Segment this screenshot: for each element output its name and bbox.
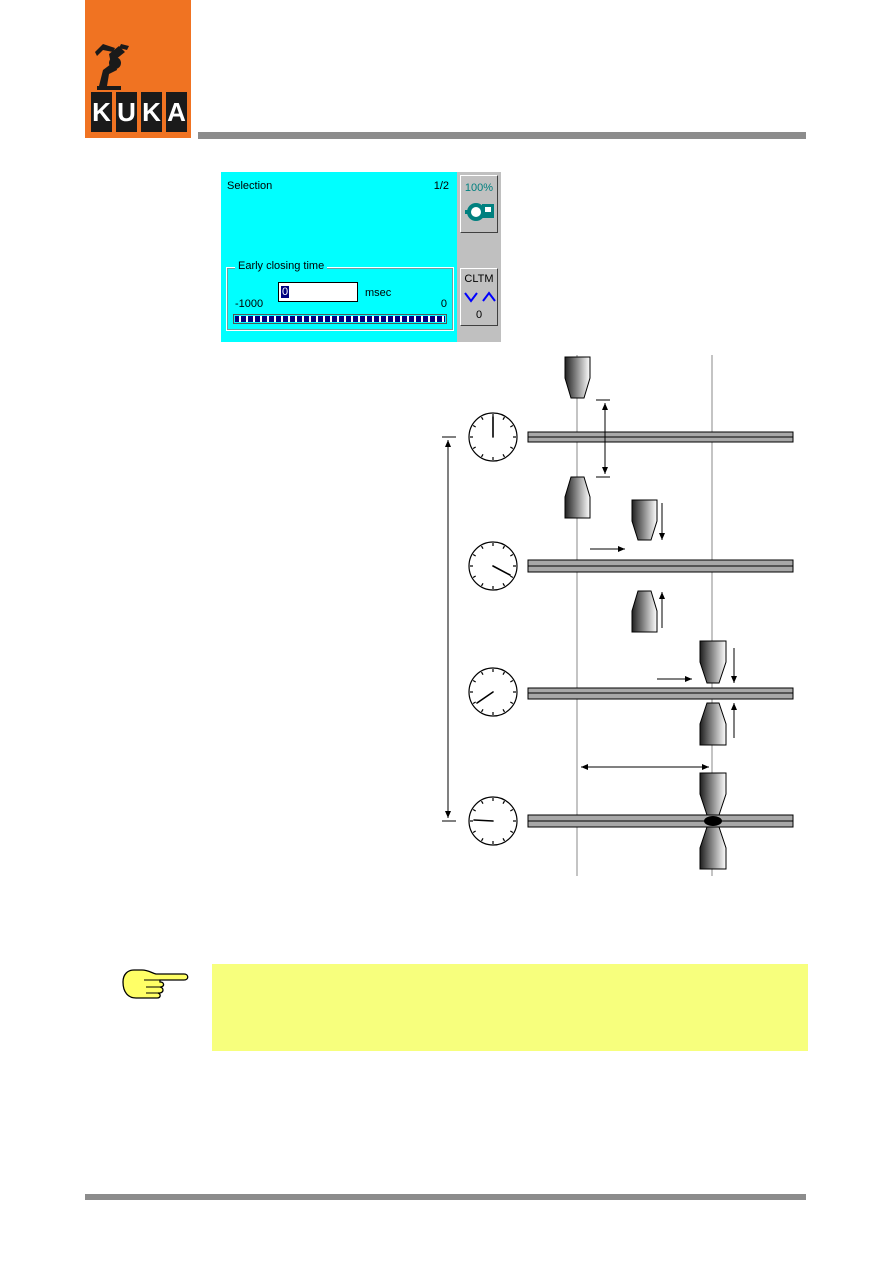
clock-tick: [510, 446, 514, 450]
early-closing-group: Early closing time -1000 0 msec 0: [226, 260, 454, 331]
clock-tick: [510, 424, 514, 428]
clock-tick: [502, 709, 506, 713]
clock-tick: [510, 575, 514, 579]
kcp-main-window: Selection 1/2 Early closing time -1000 0…: [221, 172, 457, 342]
clock-tick: [472, 679, 476, 683]
clock-tick: [510, 830, 514, 834]
clock-tick: [480, 838, 484, 842]
clock-tick: [502, 583, 506, 587]
clock-tick: [480, 583, 484, 587]
cltm-softkey[interactable]: CLTM 0: [460, 268, 498, 326]
clock-tick: [510, 808, 514, 812]
chevron-down-up-icon: [464, 291, 496, 303]
clock-tick: [502, 800, 506, 804]
clock-tick: [472, 830, 476, 834]
clock-tick: [472, 575, 476, 579]
clock-tick: [472, 808, 476, 812]
robot-arm-icon: [95, 44, 129, 90]
logo-letter-u: U: [116, 92, 137, 132]
clock-tick: [480, 454, 484, 458]
clock-tick: [480, 709, 484, 713]
welding-electrode-icon: [564, 356, 727, 870]
cltm-value: 0: [475, 309, 483, 321]
logo-letter-a: A: [166, 92, 187, 132]
clock-tick: [502, 838, 506, 842]
clock-tick: [502, 416, 506, 420]
footer-rule: [85, 1194, 806, 1200]
weld-spot: [704, 816, 722, 826]
kcp-screen: Selection 1/2 Early closing time -1000 0…: [221, 172, 501, 342]
clock-icon: [468, 412, 518, 846]
clock-tick: [472, 701, 476, 705]
override-gear-icon: [465, 203, 494, 221]
clock-tick: [480, 800, 484, 804]
note-box: [212, 964, 808, 1051]
value-slider[interactable]: [233, 314, 447, 324]
clock-tick: [472, 553, 476, 557]
input-value: 0: [281, 286, 290, 298]
clock-tick: [502, 671, 506, 675]
header-rule: [198, 132, 806, 139]
page-indicator: 1/2: [433, 180, 449, 192]
clock-tick: [510, 679, 514, 683]
clock-tick: [480, 545, 484, 549]
clock-tick: [510, 553, 514, 557]
range-max: 0: [440, 298, 447, 310]
clock-tick: [472, 446, 476, 450]
early-closing-diagram: [442, 355, 794, 876]
clock-tick: [480, 416, 484, 420]
clock-tick: [502, 454, 506, 458]
override-softkey[interactable]: 100%: [460, 175, 498, 233]
clock-tick: [502, 545, 506, 549]
logo-letter-k2: K: [141, 92, 162, 132]
clock-tick: [480, 671, 484, 675]
logo-letter-k1: K: [91, 92, 112, 132]
kuka-logo: K U K A: [85, 0, 191, 138]
group-label: Early closing time: [235, 260, 328, 272]
cltm-label: CLTM: [464, 273, 494, 285]
unit-label: msec: [365, 287, 392, 299]
window-title: Selection: [227, 180, 273, 192]
pointing-hand-icon: [122, 969, 189, 999]
clock-tick: [472, 424, 476, 428]
early-closing-time-input[interactable]: 0: [278, 282, 358, 302]
range-min: -1000: [235, 298, 264, 310]
override-label: 100%: [464, 182, 494, 194]
clock-tick: [510, 701, 514, 705]
